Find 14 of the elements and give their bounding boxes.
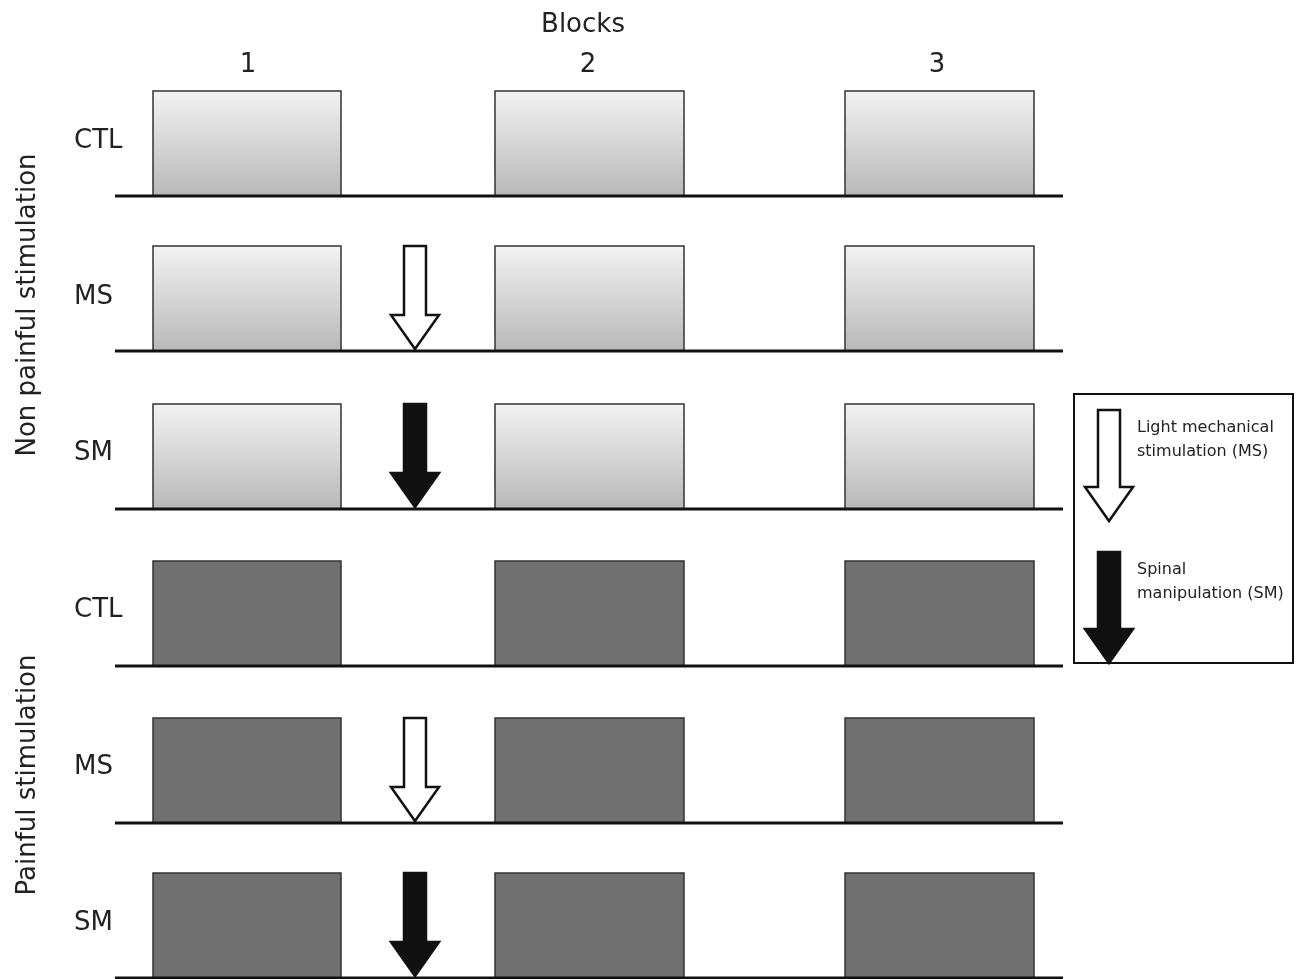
group-label: Non painful stimulation bbox=[11, 153, 41, 457]
column-heading: Blocks bbox=[541, 8, 625, 38]
row-label: CTL bbox=[74, 124, 123, 154]
legend-text: Spinal manipulation (SM) bbox=[1137, 558, 1285, 604]
row-label: MS bbox=[74, 750, 113, 780]
group-label: Painful stimulation bbox=[11, 654, 41, 896]
block-number: 3 bbox=[928, 48, 946, 78]
row-label: SM bbox=[74, 906, 113, 936]
row-label: MS bbox=[74, 280, 113, 310]
legend-text: Light mechanical stimulation (MS) bbox=[1137, 416, 1275, 462]
block-number: 1 bbox=[239, 48, 257, 78]
row-label: CTL bbox=[74, 593, 123, 623]
block-number: 2 bbox=[579, 48, 597, 78]
row-label: SM bbox=[74, 436, 113, 466]
